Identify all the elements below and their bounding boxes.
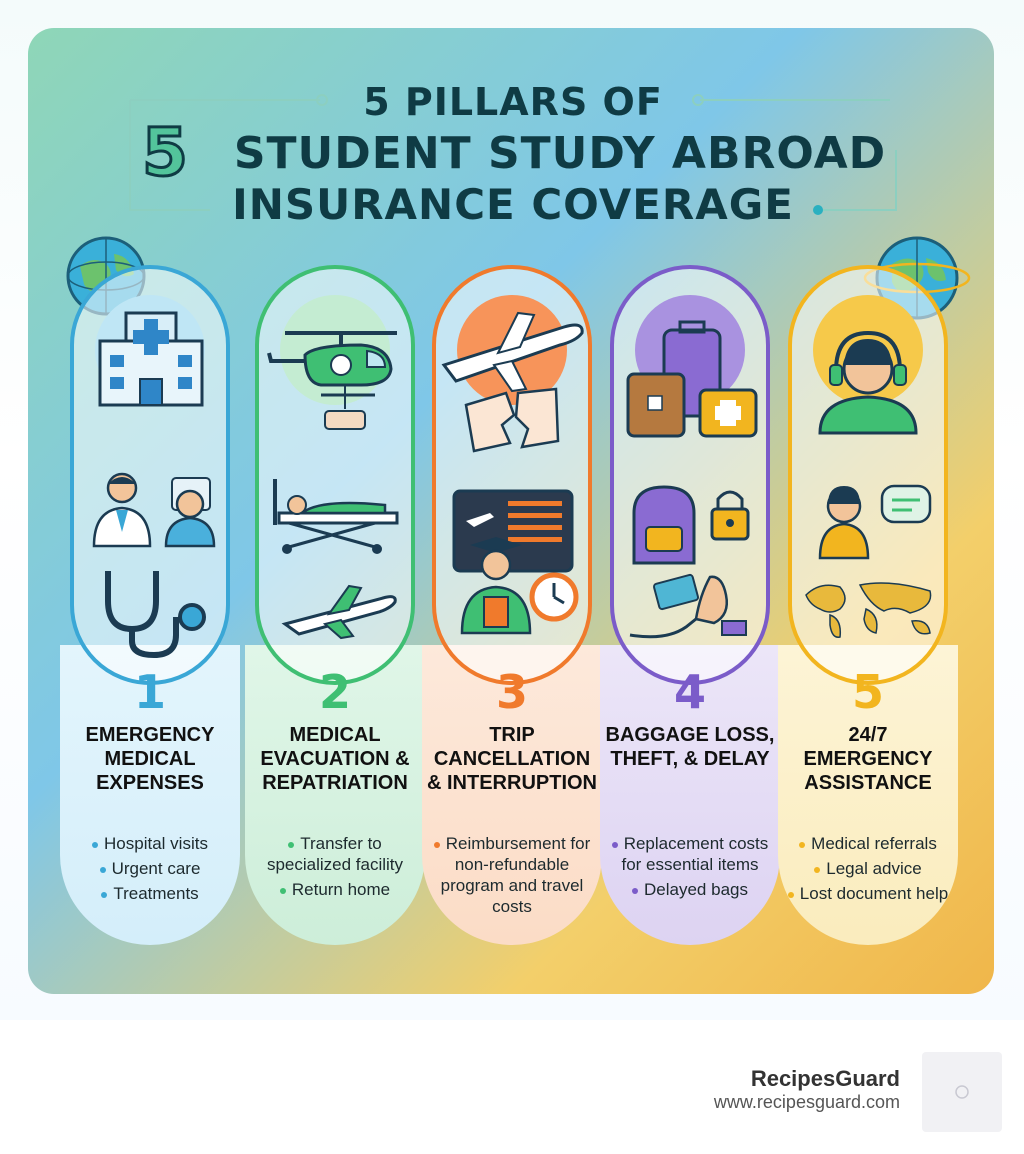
student-clock-icon [460, 537, 579, 635]
bullet-item: Replacement costs for essential items [600, 833, 780, 875]
pillar-3-number: 3 [495, 665, 528, 719]
bullet-item: Urgent care [60, 858, 240, 879]
pillar-5-title: 24/7 EMERGENCY ASSISTANCE [803, 724, 933, 794]
stethoscope-icon [105, 571, 206, 659]
pillar-1-number: 1 [133, 665, 166, 719]
helicopter-icon [267, 331, 397, 430]
cash-hand-icon [629, 573, 747, 639]
world-map-icon [805, 582, 932, 638]
footer [0, 1020, 1024, 1154]
flight-board-icon [452, 489, 574, 573]
title-circuit-lines [129, 94, 897, 215]
airplane-icon [281, 584, 397, 640]
backpack-lock-icon [632, 485, 750, 565]
bullet-item: Hospital visits [60, 833, 240, 854]
pillar-5-bullets: Medical referrals Legal advice Lost docu… [778, 833, 958, 908]
pillar-1: 1 EMERGENCY MEDICAL EXPENSES Hospital vi… [60, 265, 240, 955]
pillar-3-panel [422, 645, 602, 945]
pillar-3: 3 TRIP CANCELLATION & INTERRUPTION Reimb… [422, 265, 602, 955]
airplane-icon [441, 311, 584, 393]
brand-name: RecipesGuard [750, 1066, 900, 1091]
pillar-2-bullets: Transfer to specialized facility Return … [245, 833, 425, 904]
bullet-item: Treatments [60, 883, 240, 904]
pillar-1-title: EMERGENCY MEDICAL EXPENSES [85, 724, 215, 794]
pillar-4-bullets: Replacement costs for essential items De… [600, 833, 780, 904]
title-line-1: 5 PILLARS OF [363, 80, 663, 124]
doctor-patient-icon [92, 472, 216, 548]
pillar-1-panel [60, 645, 240, 945]
pillar-4-number: 4 [673, 665, 706, 719]
brand-logo-badge [922, 1052, 1002, 1132]
title-line-3: INSURANCE COVERAGE [232, 180, 794, 229]
site-url[interactable]: www.recipesguard.com [713, 1092, 900, 1112]
pillar-3-title: TRIP CANCELLATION & INTERRUPTION [427, 724, 597, 794]
bullet-item: Reimbursement for non-refundable program… [422, 833, 602, 917]
pillar-4: 4 BAGGAGE LOSS, THEFT, & DELAY Replaceme… [600, 265, 780, 955]
stretcher-icon [273, 479, 399, 554]
pillar-2-panel [245, 645, 425, 945]
logo-icon [955, 1085, 969, 1099]
bullet-item: Lost document help [778, 883, 958, 904]
luggage-icon [626, 320, 758, 438]
pillar-4-panel [600, 645, 780, 945]
bullet-item: Legal advice [778, 858, 958, 879]
pillar-5: 5 24/7 EMERGENCY ASSISTANCE Medical refe… [778, 265, 958, 955]
pillar-4-title: BAGGAGE LOSS, THEFT, & DELAY [605, 724, 775, 770]
headset-agent-icon [818, 330, 918, 435]
pillar-1-bullets: Hospital visits Urgent care Treatments [60, 833, 240, 908]
title-line-2: STUDENT STUDY ABROAD [233, 128, 887, 179]
pillar-5-number: 5 [851, 665, 884, 719]
torn-ticket-icon [464, 387, 560, 453]
pillar-2: 2 MEDICAL EVACUATION & REPATRIATION Tran… [245, 265, 425, 955]
agent-chat-icon [818, 484, 932, 560]
pillar-2-number: 2 [318, 665, 351, 719]
pillar-3-bullets: Reimbursement for non-refundable program… [422, 833, 602, 921]
bullet-item: Medical referrals [778, 833, 958, 854]
bullet-item: Transfer to specialized facility [266, 834, 404, 874]
hospital-icon [98, 311, 204, 407]
title-badge-number: 5 [141, 113, 190, 193]
bullet-item: Delayed bags [600, 879, 780, 900]
bullet-item: Return home [245, 879, 425, 900]
title-block: 5 5 PILLARS OF STUDENT STUDY ABROAD INSU… [129, 72, 897, 232]
pillar-2-title: MEDICAL EVACUATION & REPATRIATION [260, 724, 410, 794]
pillar-5-panel [778, 645, 958, 945]
